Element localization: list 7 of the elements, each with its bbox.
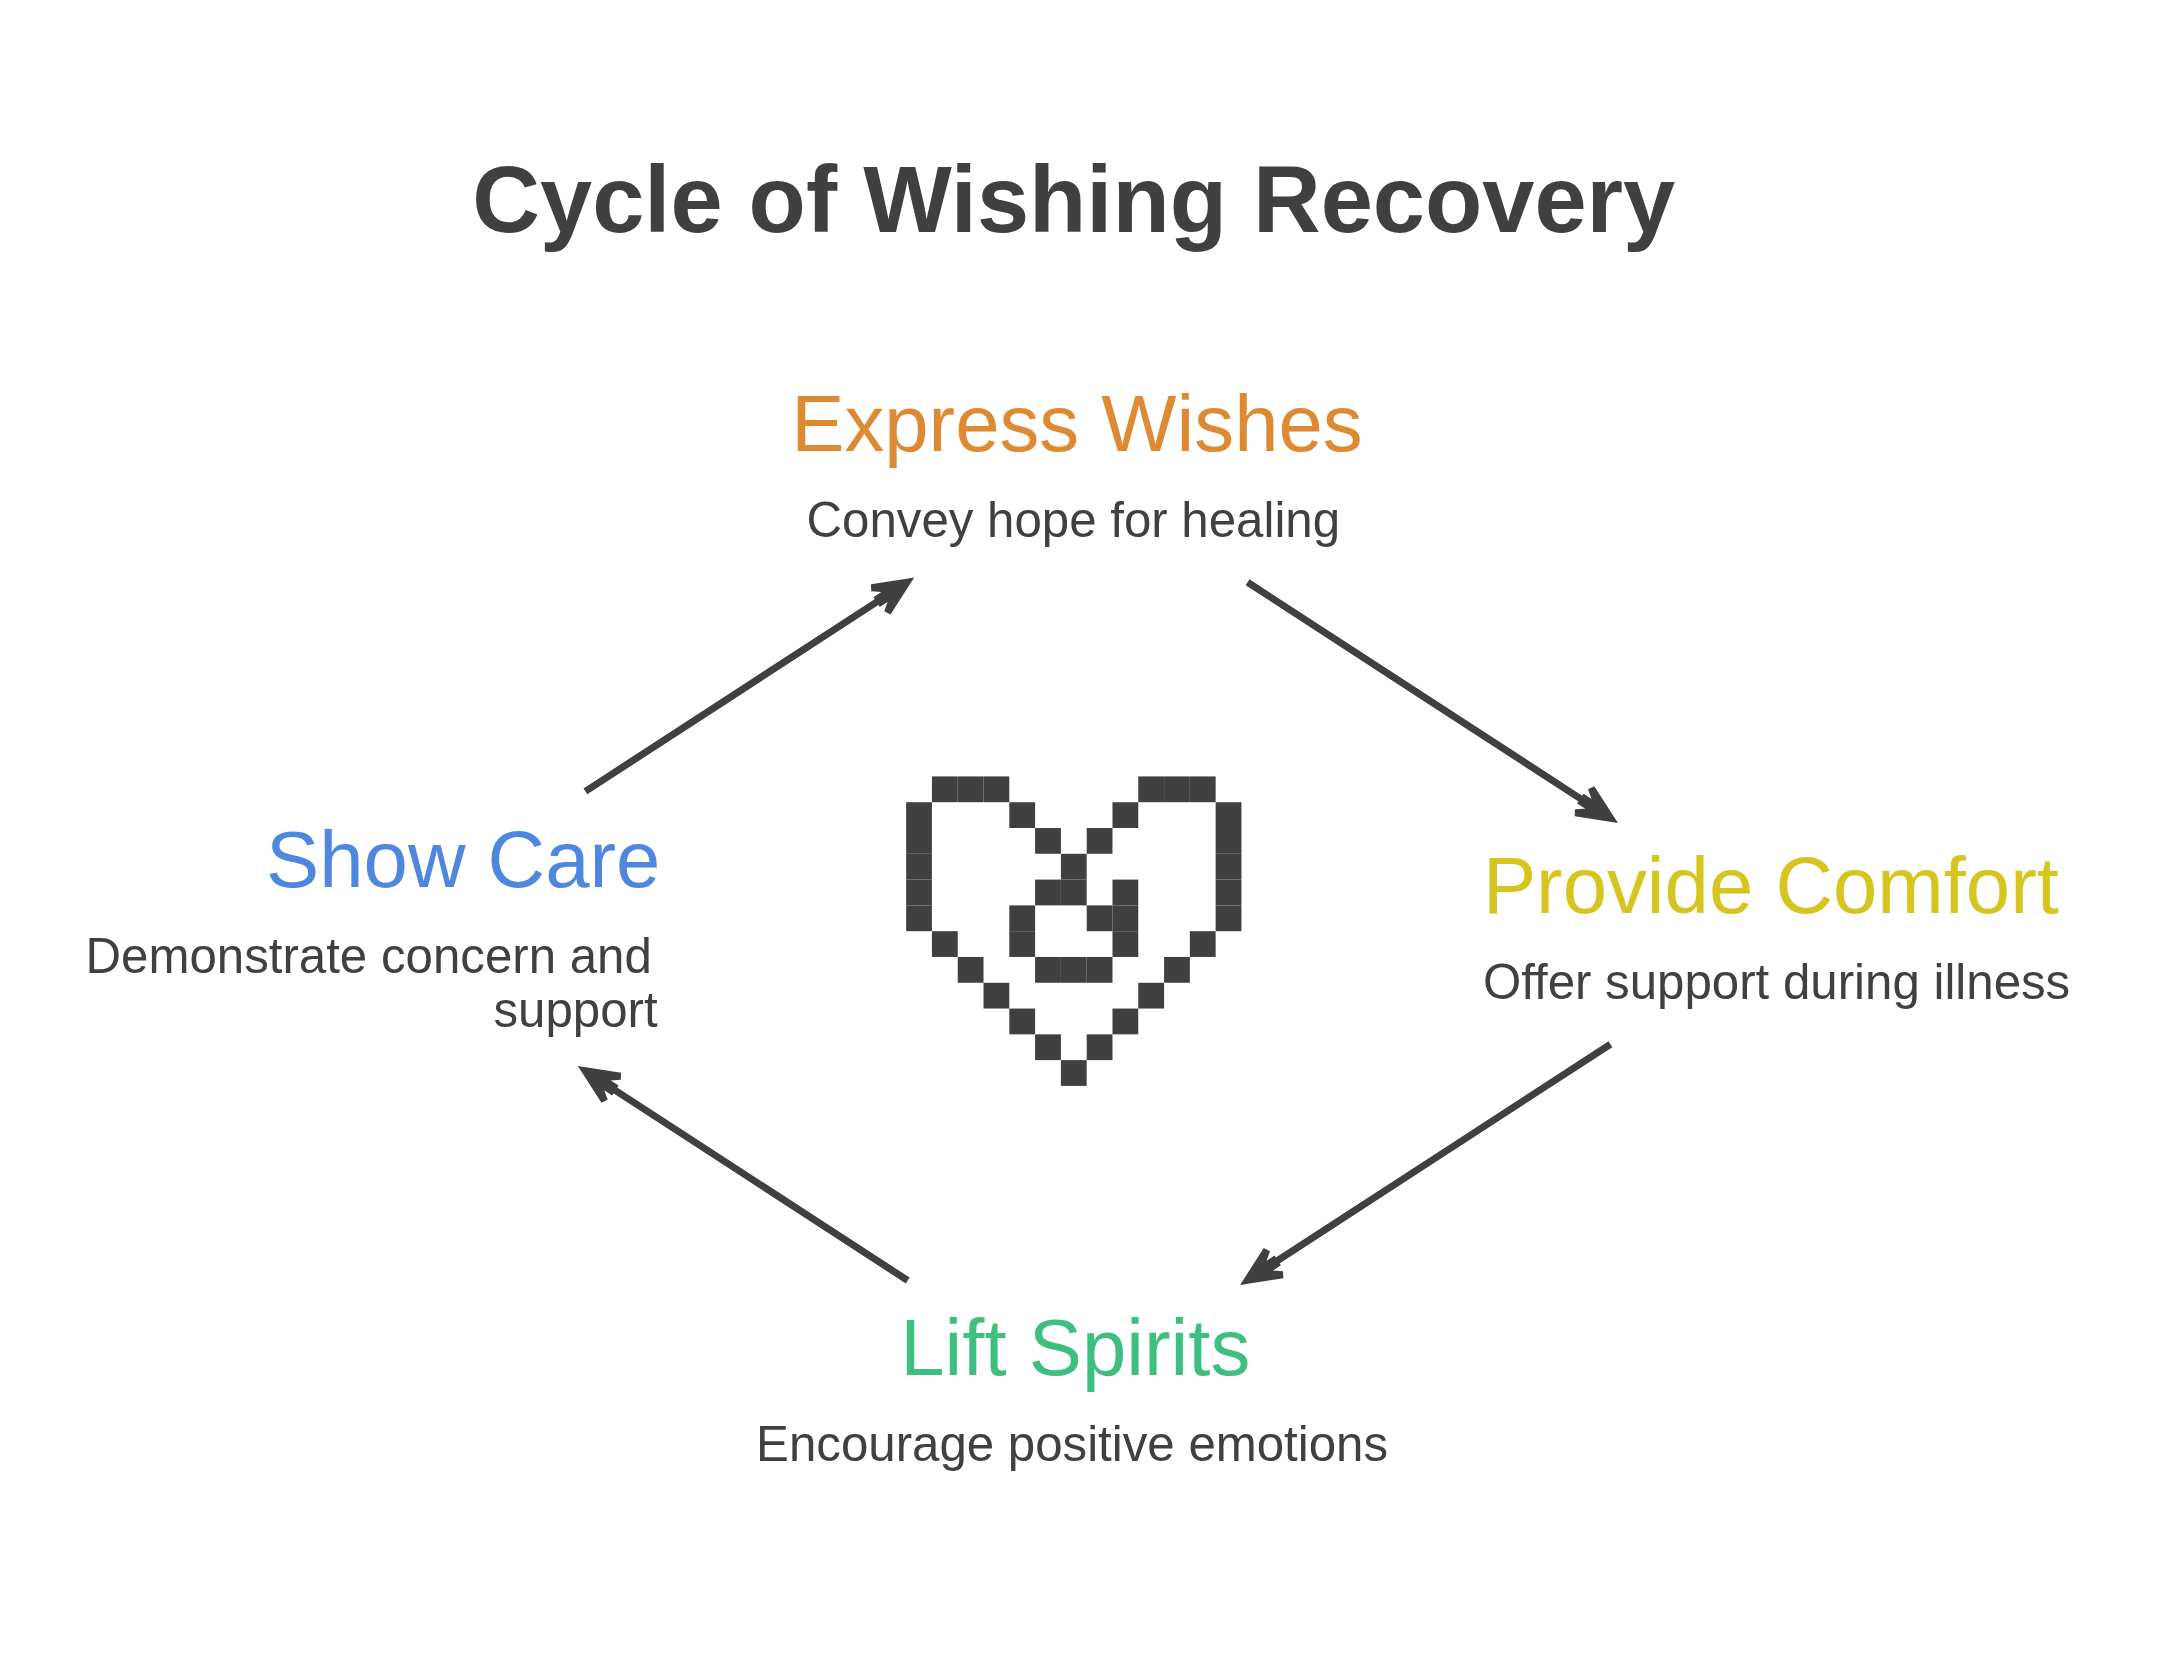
node-text: Lift Spirits Encourage positive emotions [756, 1302, 1389, 1471]
node-text: Provide Comfort Offer support during illness [1482, 840, 2071, 1009]
diagram-title: Cycle of Wishing Recovery [472, 147, 1676, 253]
node-text: Show Care Demonstrate concern and support [85, 815, 661, 1037]
arrow [1245, 579, 1615, 822]
arrow [1243, 1041, 1613, 1284]
node-text: Express Wishes Convey hope for healing [791, 378, 1363, 547]
